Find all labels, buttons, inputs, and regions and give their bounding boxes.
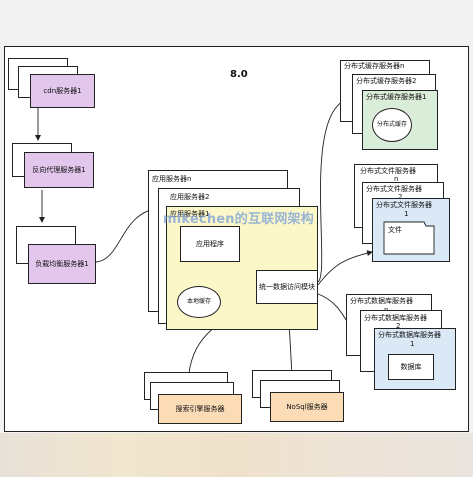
cache-server-2-label: 分布式缓存服务器2 (356, 77, 417, 85)
database-box: 数据库 (388, 354, 434, 380)
cache-server-1-label: 分布式缓存服务器1 (366, 93, 427, 101)
app-program-box: 应用程序 (180, 226, 240, 262)
nosql-server-node: NoSql服务器 (270, 392, 344, 422)
arrow-access-to-distcache (317, 94, 357, 283)
db-server-2-label-b: 2 (396, 322, 401, 330)
app-server-1-label: 应用服务器1 (170, 210, 210, 218)
file-server-2-label-a: 分布式文件服务器 (366, 185, 422, 193)
file-server-n-label-b: n (394, 175, 399, 183)
unified-data-access-module: 统一数据访问模块 (256, 270, 318, 304)
cdn-server-node: cdn服务器1 (30, 74, 95, 108)
file-server-1-label-a: 分布式文件服务器 (376, 201, 432, 209)
diagram-title: 8.0 (230, 69, 248, 80)
arrow-access-to-file (317, 250, 373, 286)
db-server-n-label-a: 分布式数据库服务器 (350, 297, 413, 305)
file-server-1-label-b: 1 (404, 210, 409, 218)
db-server-1-label-a: 分布式数据库服务器 (378, 331, 441, 339)
file-server-n-label-a: 分布式文件服务器 (360, 167, 416, 175)
db-server-2-label-a: 分布式数据库服务器 (364, 314, 427, 322)
db-server-1-label-b: 1 (410, 340, 415, 348)
app-server-2-label: 应用服务器2 (170, 193, 210, 201)
reverse-proxy-server-node: 反向代理服务器1 (24, 152, 94, 188)
file-folder-label: 文件 (388, 226, 402, 234)
distributed-cache-ellipse: 分布式缓存 (372, 108, 412, 142)
search-engine-server-node: 搜索引擎服务器 (158, 394, 242, 424)
bottom-blurred-strip (0, 433, 473, 477)
local-cache-ellipse: 本地缓存 (177, 286, 221, 318)
file-server-2-label-b: 2 (398, 193, 403, 201)
cache-server-n-label: 分布式缓存服务器n (344, 62, 405, 70)
app-server-n-label: 应用服务器n (152, 175, 192, 183)
watermark-text: mikechen的互联网架构 (163, 212, 314, 227)
load-balancer-server-node: 负载均衡服务器1 (28, 244, 96, 284)
